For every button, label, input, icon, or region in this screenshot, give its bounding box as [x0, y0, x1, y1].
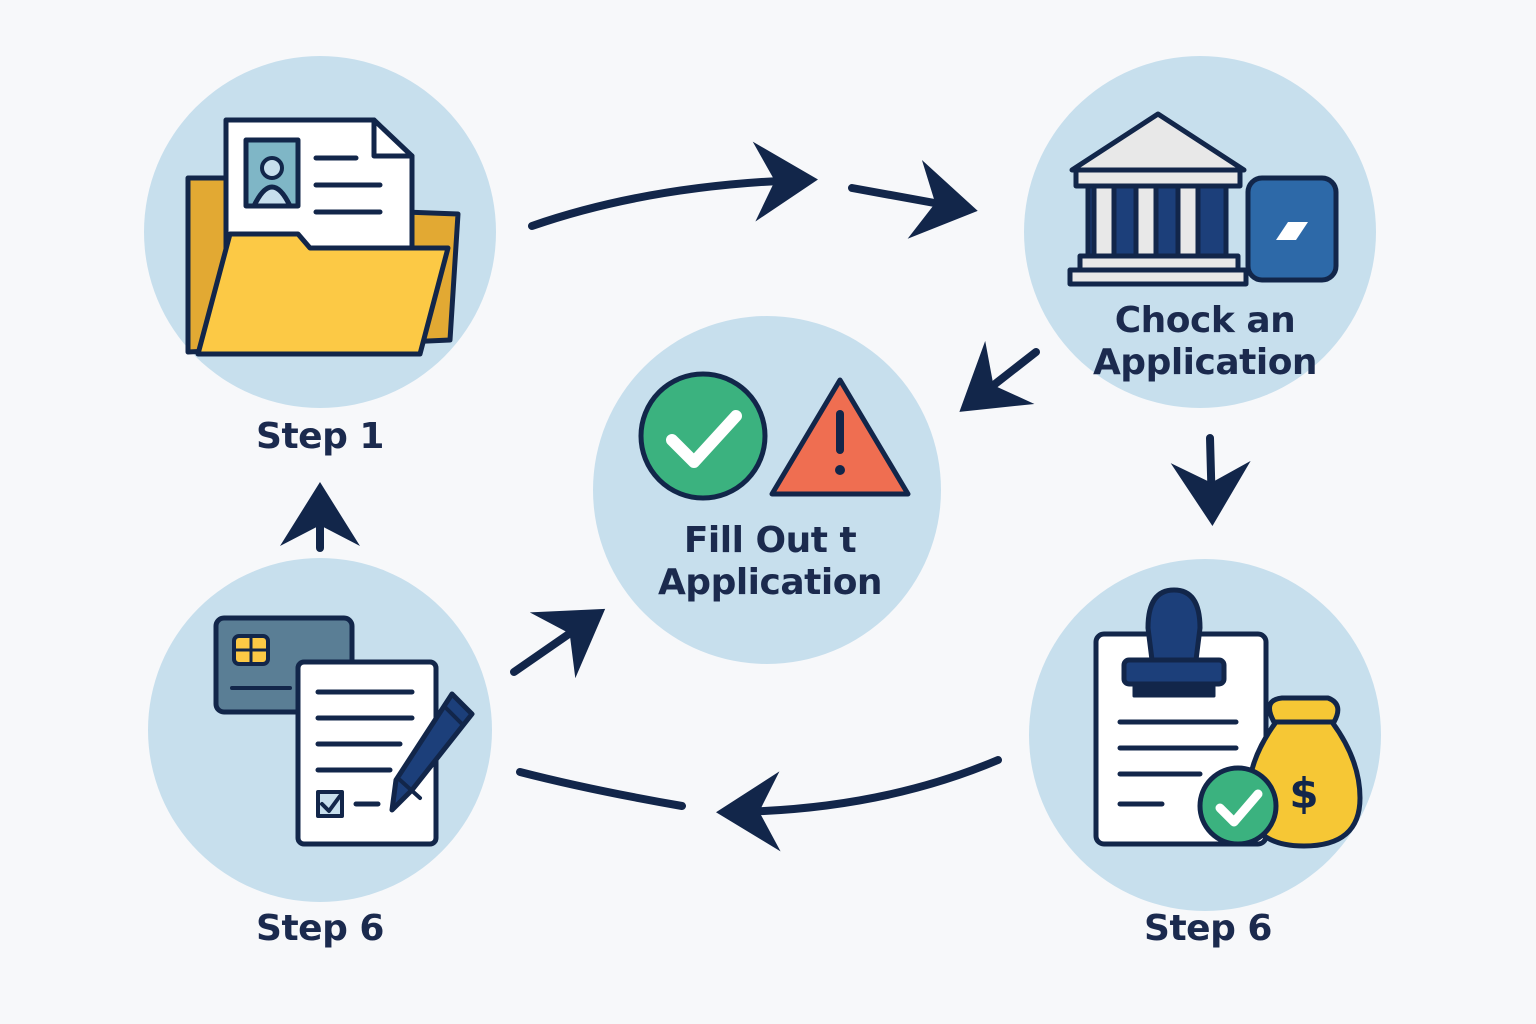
arrow-bank-to-step6 — [1170, 434, 1251, 526]
node-label-top-left: Step 1 — [256, 416, 384, 457]
node-label-center: Fill Out t Application — [630, 520, 910, 604]
arrow-step6-to-center — [510, 608, 606, 679]
arrow-step1-to-bank-b — [848, 160, 978, 239]
checkmark-circle-icon — [638, 371, 768, 501]
node-label-center-line2: Application — [657, 562, 883, 603]
arrow-step6-left-return — [516, 768, 686, 810]
node-label-bottom-left: Step 6 — [256, 908, 384, 949]
arrow-step1-to-bank-a — [528, 141, 818, 230]
folder-documents-icon — [185, 117, 461, 357]
arrow-step6-to-step6 — [716, 756, 1002, 852]
node-label-top-right-line2: Application — [1092, 342, 1318, 383]
node-label-center-line1: Fill Out t — [683, 520, 857, 561]
approved-document-money-icon: $ — [1093, 587, 1363, 849]
card-form-pen-icon — [213, 615, 475, 847]
node-label-bottom-right: Step 6 — [1144, 908, 1272, 949]
arrow-bank-to-center — [959, 340, 1040, 412]
svg-text:$: $ — [1289, 769, 1318, 818]
bank-icon — [1067, 111, 1339, 287]
node-label-top-right: Chock an Application — [1070, 300, 1340, 384]
node-label-top-right-line1: Chock an — [1114, 300, 1296, 341]
warning-icon — [769, 377, 911, 497]
